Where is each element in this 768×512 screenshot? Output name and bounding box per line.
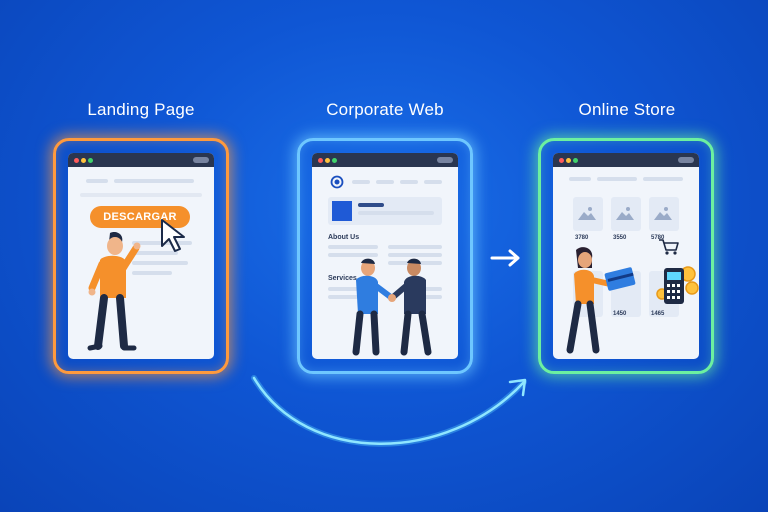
corporate-web-card: About Us Services — [297, 138, 473, 374]
cursor-arrow-icon — [161, 219, 185, 252]
landing-page-card: DESCARGAR — [53, 138, 229, 374]
product-price: 1465 — [651, 311, 665, 317]
header-line — [643, 177, 683, 181]
window-control-pill — [678, 157, 694, 163]
window-control-pill — [437, 157, 453, 163]
header-line — [86, 179, 108, 183]
browser-titlebar — [553, 153, 699, 167]
shopping-cart-icon — [659, 239, 679, 255]
corporate-browser-window: About Us Services — [312, 153, 458, 359]
hero-image-square — [332, 201, 352, 221]
nav-link[interactable] — [376, 180, 394, 184]
nav-link[interactable] — [424, 180, 442, 184]
maximize-dot-icon — [88, 158, 93, 163]
hero-line — [358, 203, 384, 207]
close-dot-icon — [559, 158, 564, 163]
browser-titlebar — [68, 153, 214, 167]
minimize-dot-icon — [325, 158, 330, 163]
image-placeholder-icon — [616, 207, 634, 220]
nav-link[interactable] — [400, 180, 418, 184]
text-line — [132, 251, 178, 255]
window-control-pill — [193, 157, 209, 163]
about-us-heading: About Us — [328, 234, 360, 241]
text-line — [388, 253, 442, 257]
panel-title-corporate: Corporate Web — [326, 100, 444, 119]
panel-title-landing: Landing Page — [87, 100, 195, 119]
header-line — [114, 179, 194, 183]
text-line — [328, 287, 358, 291]
hero-line — [358, 211, 434, 215]
product-tile[interactable] — [611, 197, 641, 231]
header-line — [569, 177, 591, 181]
close-dot-icon — [74, 158, 79, 163]
services-heading: Services — [328, 275, 357, 282]
product-price: 1450 — [613, 311, 627, 317]
arrow-right-icon — [490, 249, 520, 267]
text-line — [328, 245, 378, 249]
product-price: 3780 — [575, 235, 589, 241]
handshake-illustration — [352, 258, 432, 356]
text-line — [132, 261, 188, 265]
text-line — [328, 295, 358, 299]
landing-browser-window: DESCARGAR — [68, 153, 214, 359]
close-dot-icon — [318, 158, 323, 163]
maximize-dot-icon — [573, 158, 578, 163]
product-tile[interactable] — [573, 197, 603, 231]
curved-flow-arrow — [251, 375, 527, 447]
nav-link[interactable] — [352, 180, 370, 184]
payment-terminal-icon — [656, 266, 699, 304]
image-placeholder-icon — [654, 207, 672, 220]
logo-circle-icon — [330, 175, 344, 189]
shopper-illustration — [566, 247, 636, 354]
header-line — [597, 177, 637, 181]
product-price: 3550 — [613, 235, 627, 241]
image-placeholder-icon — [578, 207, 596, 220]
maximize-dot-icon — [332, 158, 337, 163]
text-line — [388, 245, 442, 249]
product-tile[interactable] — [649, 197, 679, 231]
minimize-dot-icon — [81, 158, 86, 163]
text-line — [80, 193, 202, 197]
person-pointing-illustration — [87, 232, 141, 351]
minimize-dot-icon — [566, 158, 571, 163]
panel-title-store: Online Store — [578, 100, 676, 119]
text-line — [132, 271, 172, 275]
text-line — [328, 253, 378, 257]
product-price: 5780 — [651, 235, 665, 241]
browser-titlebar — [312, 153, 458, 167]
